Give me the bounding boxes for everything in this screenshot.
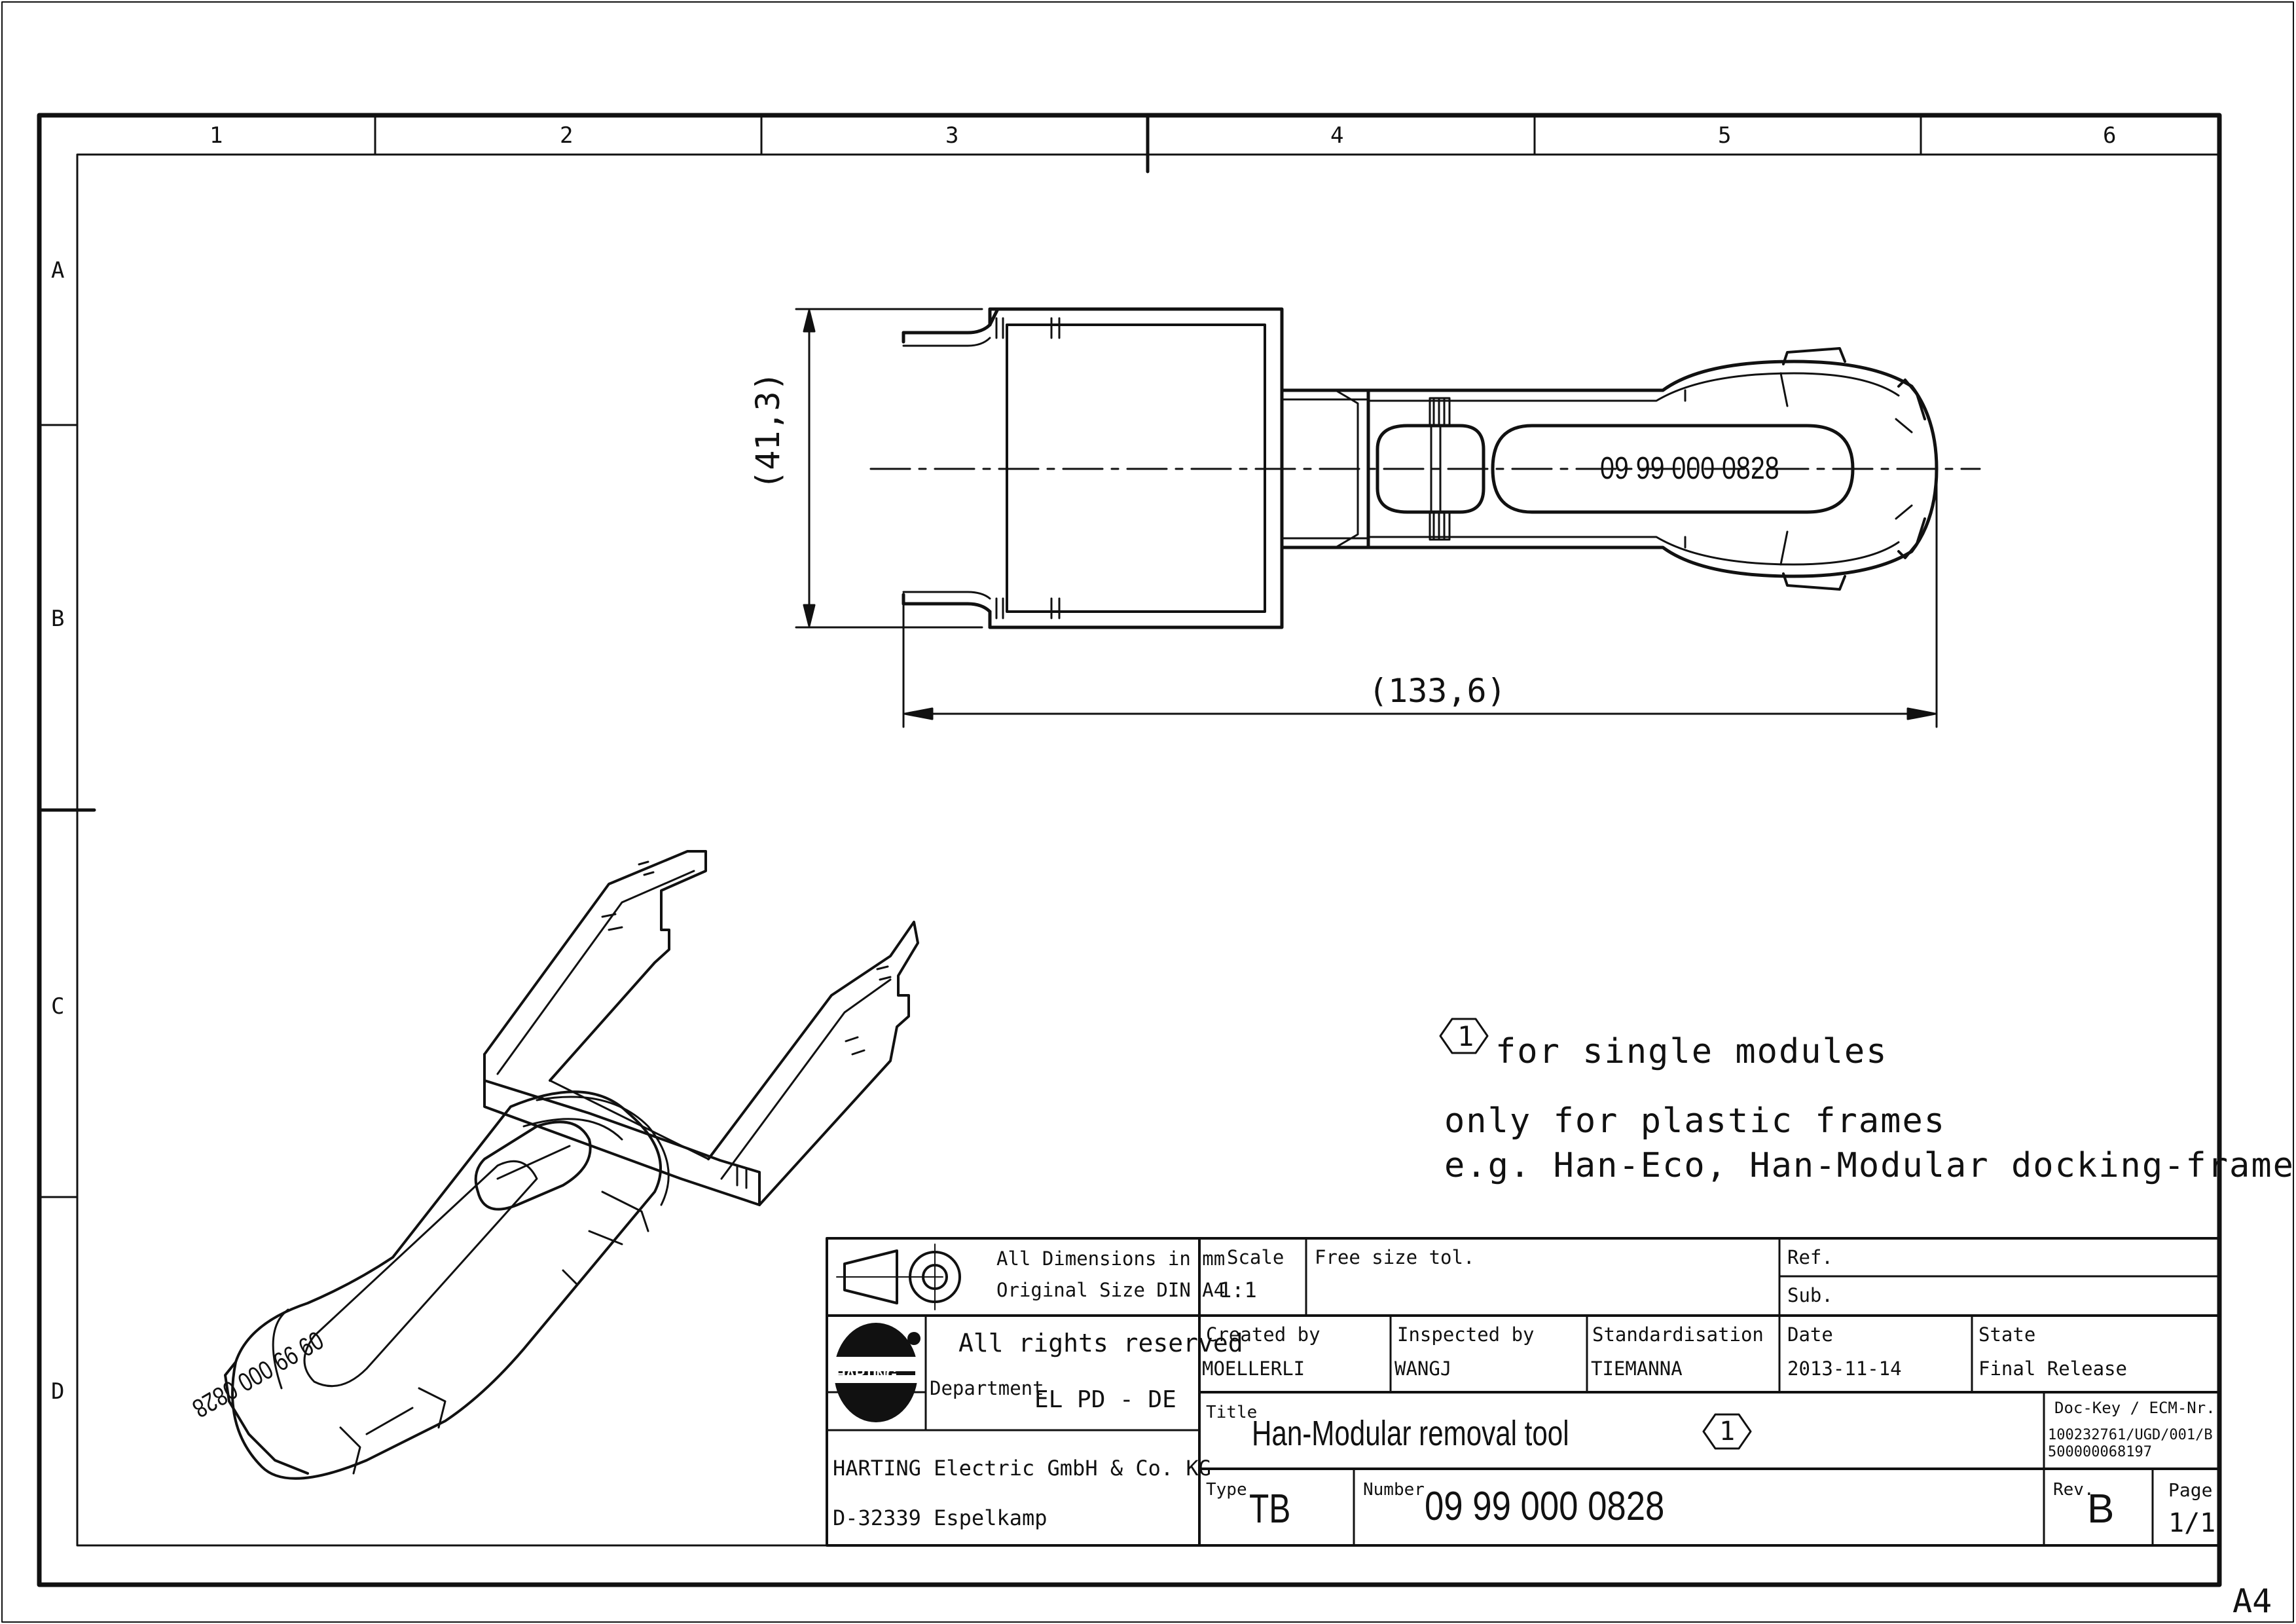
- dockey-label: Doc-Key / ECM-Nr.: [2054, 1399, 2215, 1417]
- inspected-by: WANGJ: [1394, 1357, 1452, 1380]
- zone-col-6: 6: [2103, 122, 2117, 149]
- zone-col-4: 4: [1330, 122, 1344, 149]
- rev-label: Rev.: [2053, 1480, 2094, 1500]
- row-zone-dividers: [37, 424, 96, 1198]
- created-by: MOELLERLI: [1202, 1357, 1305, 1380]
- date-label: Date: [1787, 1323, 1833, 1346]
- department-value: EL PD - DE: [1034, 1386, 1176, 1413]
- dockey-line-1: 100232761/UGD/001/B: [2048, 1427, 2213, 1443]
- rights: All rights reserved: [958, 1329, 1243, 1357]
- dimensions-note: All Dimensions in mm: [996, 1247, 1226, 1270]
- department-label: Department: [930, 1377, 1044, 1399]
- note-line-2: only for plastic frames: [1444, 1101, 1946, 1141]
- original-size: Original Size DIN A4: [996, 1279, 1226, 1301]
- zone-row-a: A: [51, 257, 65, 284]
- zone-col-1: 1: [210, 122, 223, 149]
- zone-row-c: C: [51, 993, 65, 1020]
- type-label: Type: [1206, 1480, 1247, 1500]
- page-value: 1/1: [2168, 1508, 2216, 1538]
- part-engraving: 09 99 000 0828: [1600, 451, 1779, 486]
- company-name: HARTING Electric GmbH & Co. KG: [833, 1456, 1211, 1481]
- dimension-length-label: (133,6): [1368, 672, 1506, 710]
- note-balloon-number: 1: [1457, 1020, 1474, 1052]
- zone-row-b: B: [51, 606, 65, 632]
- state: Final Release: [1978, 1357, 2127, 1380]
- title-balloon-number: 1: [1719, 1416, 1736, 1447]
- dimension-lines: [795, 308, 1938, 728]
- inspected-by-label: Inspected by: [1397, 1323, 1535, 1346]
- rev-value: B: [2087, 1486, 2115, 1532]
- sheet-format: A4: [2232, 1582, 2272, 1620]
- note-balloon-shape: [1439, 1018, 1489, 1054]
- zone-col-2: 2: [560, 122, 574, 149]
- number-label: Number: [1363, 1480, 1425, 1500]
- type-value: TB: [1249, 1486, 1291, 1532]
- column-zone-dividers: [374, 113, 1922, 174]
- tolerance: Free size tol.: [1315, 1246, 1475, 1268]
- harting-logo: [833, 1323, 920, 1422]
- isometric-view: [224, 850, 919, 1480]
- dimension-height-label: (41,3): [749, 371, 787, 490]
- company-address: D-32339 Espelkamp: [833, 1505, 1048, 1530]
- date: 2013-11-14: [1787, 1357, 1902, 1380]
- title-label: Title: [1206, 1403, 1258, 1422]
- page-label: Page: [2168, 1479, 2213, 1501]
- note-line-3: e.g. Han-Eco, Han-Modular docking-frame: [1444, 1146, 2295, 1185]
- zone-row-d: D: [51, 1378, 65, 1405]
- sub-label: Sub.: [1787, 1284, 1833, 1306]
- state-label: State: [1978, 1323, 2036, 1346]
- number-value: 09 99 000 0828: [1425, 1484, 1665, 1529]
- projection-symbol: [836, 1244, 961, 1310]
- created-by-label: Created by: [1206, 1323, 1321, 1346]
- title-balloon-shape: [1702, 1413, 1752, 1450]
- zone-col-5: 5: [1718, 122, 1732, 149]
- dockey-line-2: 500000068197: [2048, 1444, 2152, 1460]
- logo-text: HARTING: [835, 1366, 897, 1382]
- zone-col-3: 3: [945, 122, 959, 149]
- ref-label: Ref.: [1787, 1246, 1833, 1268]
- standardisation-label: Standardisation: [1592, 1323, 1764, 1346]
- scale-value: 1:1: [1219, 1278, 1257, 1302]
- note-line-1: for single modules: [1495, 1032, 1888, 1071]
- standardisation: TIEMANNA: [1591, 1357, 1683, 1380]
- drawing-title: Han-Modular removal tool: [1252, 1414, 1569, 1453]
- scale-label: Scale: [1227, 1246, 1285, 1268]
